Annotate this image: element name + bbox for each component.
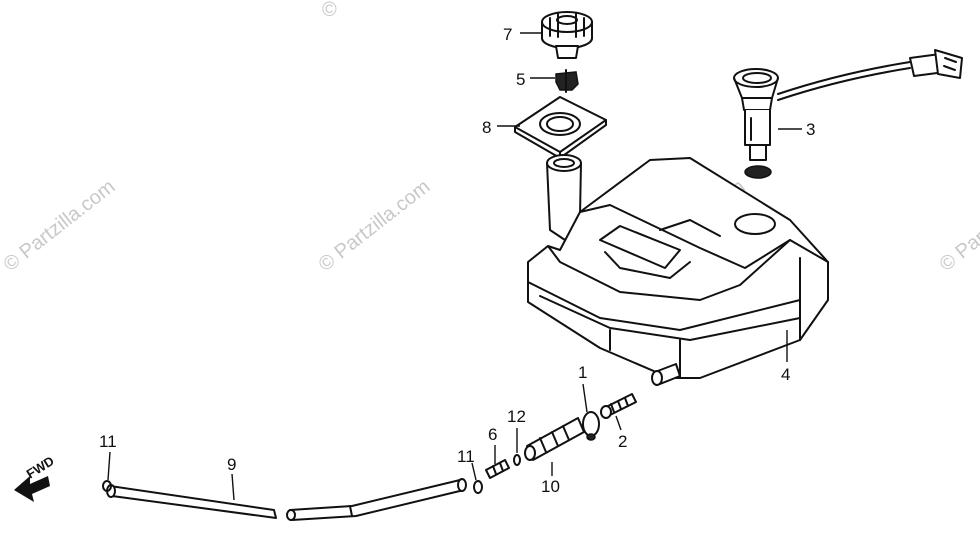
- watermark-center: © Partzilla.com: [315, 176, 435, 276]
- joint-fitting-part: [600, 393, 637, 419]
- callout-11-right: 11: [457, 447, 475, 466]
- callout-8: 8: [482, 118, 491, 137]
- oil-level-sender-part: [733, 49, 963, 179]
- callout-1: 1: [578, 363, 587, 382]
- oil-hose-part: [106, 478, 467, 521]
- callout-2: 2: [618, 432, 627, 451]
- callout-3: 3: [806, 120, 815, 139]
- small-clip-part: [513, 454, 521, 466]
- oil-outlet-tube-part: [524, 417, 585, 461]
- connector-part: [485, 459, 510, 479]
- callout-9: 9: [227, 455, 236, 474]
- fwd-label: FWD: [24, 453, 57, 481]
- watermark-copyright-top: ©: [322, 0, 337, 21]
- hose-clip-left-part: [102, 480, 112, 492]
- gasket-plate-part: [514, 96, 607, 159]
- callout-12: 12: [507, 407, 526, 426]
- callout-5: 5: [516, 70, 525, 89]
- filter-clip-part: [555, 69, 579, 93]
- fuel-cap-part: [541, 11, 593, 59]
- callout-11-left: 11: [99, 432, 117, 451]
- hose-clip-right-part: [473, 480, 483, 494]
- watermark-right: © Partzilla.com: [936, 176, 980, 276]
- oil-tank-body-part: [527, 157, 829, 379]
- callout-10: 10: [541, 477, 560, 496]
- callout-4: 4: [781, 365, 790, 384]
- hose-clamp-part: [582, 411, 600, 441]
- watermark-left: © Partzilla.com: [0, 176, 119, 276]
- forward-direction-arrow: FWD: [14, 453, 57, 502]
- tank-outlet-fitting: [651, 363, 681, 386]
- callout-7: 7: [503, 25, 512, 44]
- callout-6: 6: [488, 425, 497, 444]
- filler-neck-part: [546, 154, 582, 243]
- callout-leaders: [107, 32, 802, 501]
